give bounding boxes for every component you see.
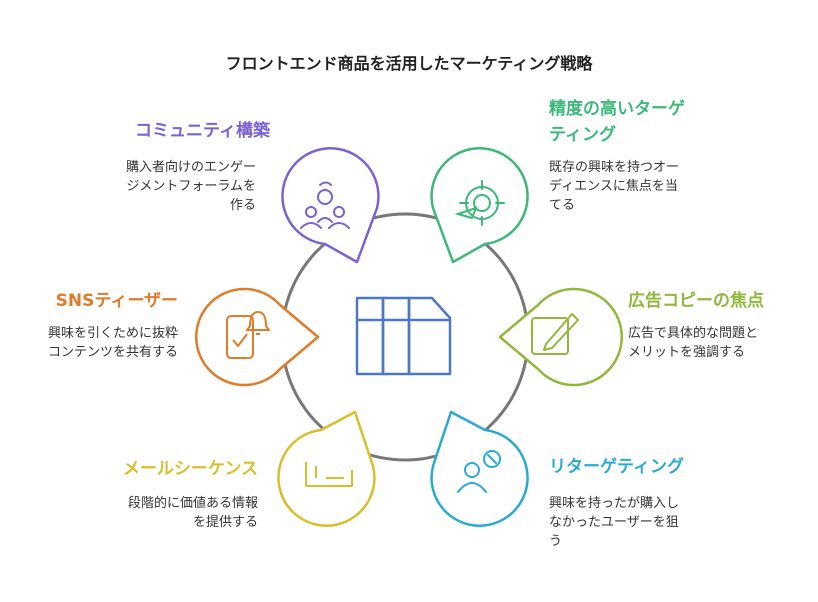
desc-email: 段階的に価値ある情報 を提供する	[127, 496, 258, 530]
desc-ad-copy: 広告で具体的な問題と メリットを強調する	[628, 326, 759, 360]
label-email: メールシーケンス	[122, 459, 258, 479]
desc-sns: 興味を引くために抜粋 コンテンツを共有する	[47, 326, 178, 360]
desc-community: 購入者向けのエンゲー ジメントフォーラムを 作る	[125, 160, 256, 213]
petal-ad-copy	[498, 287, 623, 387]
email-sequence-icon	[305, 462, 353, 487]
petal-sns	[195, 287, 320, 387]
desc-precision: 既存の興味を持つオー ディエンスに焦点を当 てる	[549, 160, 680, 213]
desc-retargeting: 興味を持ったが購入し なかったユーザーを狙 う	[549, 496, 680, 549]
petal-precision	[430, 147, 529, 264]
retarget-user-icon	[457, 450, 501, 493]
petal-email	[277, 410, 376, 527]
diagram-title: フロントエンド商品を活用したマーケティング戦略	[225, 54, 593, 73]
label-retargeting: リターゲティング	[549, 457, 684, 477]
label-precision: 精度の高いターゲ ティング	[549, 99, 685, 145]
label-ad-copy: 広告コピーの焦点	[628, 291, 764, 311]
label-sns: SNSティーザー	[55, 291, 178, 311]
center-stack-icon	[355, 296, 452, 376]
label-community: コミュニティ構築	[135, 121, 270, 141]
phone-bell-icon	[226, 311, 270, 359]
community-icon	[300, 181, 350, 229]
target-icon	[454, 180, 505, 226]
pen-icon	[531, 313, 579, 355]
petal-community	[281, 147, 380, 264]
